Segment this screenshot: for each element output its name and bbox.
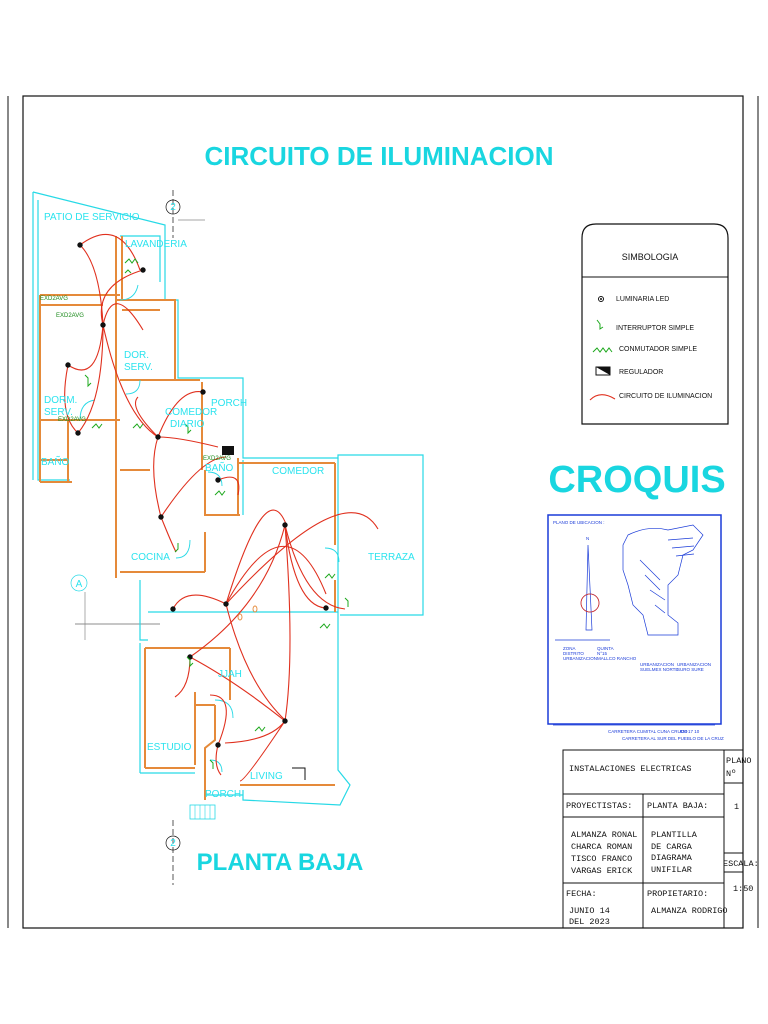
room-lavanderia: LAVANDERIA bbox=[125, 239, 187, 250]
room-comedor-diario: COMEDOR bbox=[165, 407, 217, 418]
svg-text:UNIFILAR: UNIFILAR bbox=[651, 865, 692, 875]
lighting-circuit bbox=[64, 234, 379, 782]
room-dorm-serv-1: DOR. bbox=[124, 350, 149, 361]
room-cocina: COCINA bbox=[131, 552, 170, 563]
svg-text:SURO SURE: SURO SURE bbox=[677, 667, 704, 672]
svg-text:URBANIZACION: URBANIZACION bbox=[563, 656, 597, 661]
legend-item-switch: INTERRUPTOR SIMPLE bbox=[616, 325, 694, 332]
svg-text:SERV.: SERV. bbox=[124, 362, 153, 373]
fecha-value: JUNIO 14 bbox=[569, 906, 610, 916]
main-title: CIRCUITO DE ILUMINACION bbox=[204, 141, 553, 171]
grid-axes bbox=[70, 190, 205, 885]
room-bano-2: BAÑO bbox=[205, 461, 234, 474]
luminaire-icon bbox=[598, 296, 604, 302]
switches bbox=[84, 258, 349, 769]
location-plan-header: PLANO DE UBICACION : bbox=[553, 520, 605, 525]
svg-text:URBANIZACION: URBANIZACION bbox=[677, 662, 711, 667]
regulator-icon bbox=[595, 366, 611, 376]
svg-text:EXD2AVG: EXD2AVG bbox=[203, 456, 231, 462]
svg-text:ESCALA:: ESCALA: bbox=[723, 859, 759, 869]
room-hall: JJAH bbox=[218, 669, 242, 680]
project-name: INSTALACIONES ELECTRICAS bbox=[569, 764, 691, 774]
legend-item-circuit: CIRCUITO DE ILUMINACION bbox=[619, 393, 712, 400]
svg-text:DEL 2023: DEL 2023 bbox=[569, 917, 610, 927]
svg-text:QUINTA: QUINTA bbox=[597, 646, 614, 651]
svg-text:DISTRITO: DISTRITO bbox=[563, 651, 584, 656]
svg-text:KM 17 10: KM 17 10 bbox=[680, 729, 700, 734]
svg-text:URBANIZACION: URBANIZACION bbox=[640, 662, 674, 667]
location-plan: PLANO DE UBICACION : N ZONA DISTRITO URB… bbox=[547, 514, 724, 741]
svg-text:ZONA: ZONA bbox=[563, 646, 576, 651]
svg-text:PLANTILLA: PLANTILLA bbox=[651, 830, 698, 840]
legend-item-three-way: CONMUTADOR SIMPLE bbox=[619, 346, 697, 353]
svg-text:PLANO: PLANO bbox=[726, 756, 752, 766]
svg-text:N°15: N°15 bbox=[597, 651, 608, 656]
room-porch-1: PORCH bbox=[211, 398, 247, 409]
legend-box: SIMBOLOGIA LUMINARIA LED INTERRUPTOR SIM… bbox=[581, 223, 729, 425]
escala-value: 1:50 bbox=[733, 884, 753, 894]
svg-text:2: 2 bbox=[170, 202, 176, 213]
room-living: LIVING bbox=[250, 771, 283, 782]
designer-1: ALMANZA RONAL bbox=[571, 830, 637, 840]
svg-text:MALLCO RANCHO: MALLCO RANCHO bbox=[597, 656, 637, 661]
svg-text:DIARIO: DIARIO bbox=[170, 419, 205, 430]
svg-text:N: N bbox=[586, 536, 589, 541]
title-block bbox=[562, 749, 744, 929]
legend-item-luminaire: LUMINARIA LED bbox=[616, 296, 669, 303]
designer-2: CHARCA ROMAN bbox=[571, 842, 632, 852]
svg-text:2: 2 bbox=[170, 838, 176, 849]
room-terraza: TERRAZA bbox=[368, 552, 415, 563]
room-estudio: ESTUDIO bbox=[147, 742, 192, 753]
svg-text:PLANTA BAJA:: PLANTA BAJA: bbox=[647, 801, 708, 811]
svg-text:PROPIETARIO:: PROPIETARIO: bbox=[647, 889, 708, 899]
sheet-border bbox=[22, 95, 744, 929]
legend-title: SIMBOLOGIA bbox=[622, 252, 679, 262]
simple-switch-icon bbox=[596, 319, 604, 330]
plan-title: PLANTA BAJA bbox=[197, 849, 364, 876]
svg-text:EXD2AVG: EXD2AVG bbox=[58, 417, 86, 423]
croquis-title: CROQUIS bbox=[548, 459, 725, 501]
room-porch-2: PORCH bbox=[205, 789, 241, 800]
svg-text:Nº: Nº bbox=[726, 769, 736, 779]
three-way-switch-icon bbox=[592, 347, 613, 353]
room-comedor: COMEDOR bbox=[272, 466, 324, 477]
svg-text:EXD2AVG: EXD2AVG bbox=[40, 296, 68, 302]
svg-text:SERV.: SERV. bbox=[44, 407, 73, 418]
svg-text:PROYECTISTAS:: PROYECTISTAS: bbox=[566, 801, 632, 811]
svg-text:FECHA:: FECHA: bbox=[566, 889, 597, 899]
floor-plan: 2 2 A bbox=[32, 190, 424, 885]
room-dorm-serv-2: DORM. bbox=[44, 395, 77, 406]
svg-text:SUELMEX NORTE: SUELMEX NORTE bbox=[640, 667, 678, 672]
svg-text:A: A bbox=[76, 579, 83, 590]
luminaires bbox=[65, 242, 329, 748]
room-bano-1: BAÑO bbox=[41, 455, 70, 468]
designer-3: TISCO FRANCO bbox=[571, 854, 632, 864]
svg-text:CARRETERA CUMITAL CUNA CRUDO: CARRETERA CUMITAL CUNA CRUDO bbox=[608, 729, 688, 734]
svg-text:DE CARGA: DE CARGA bbox=[651, 842, 693, 852]
svg-text:EXD2AVG: EXD2AVG bbox=[56, 313, 84, 319]
legend-item-regulator: REGULADOR bbox=[619, 369, 663, 376]
room-patio: PATIO DE SERVICIO bbox=[44, 212, 140, 223]
circuit-line-icon bbox=[589, 394, 616, 401]
svg-text:DIAGRAMA: DIAGRAMA bbox=[651, 853, 693, 863]
svg-text:CARRETERA AL SUR DEL PUEBLO DE: CARRETERA AL SUR DEL PUEBLO DE LA CRUZ bbox=[622, 736, 724, 741]
propietario-value: ALMANZA RODRIGO bbox=[651, 906, 728, 916]
plano-number: 1 bbox=[734, 802, 739, 812]
designer-4: VARGAS ERICK bbox=[571, 866, 633, 876]
walls-orange bbox=[39, 236, 336, 800]
doors bbox=[79, 284, 340, 773]
